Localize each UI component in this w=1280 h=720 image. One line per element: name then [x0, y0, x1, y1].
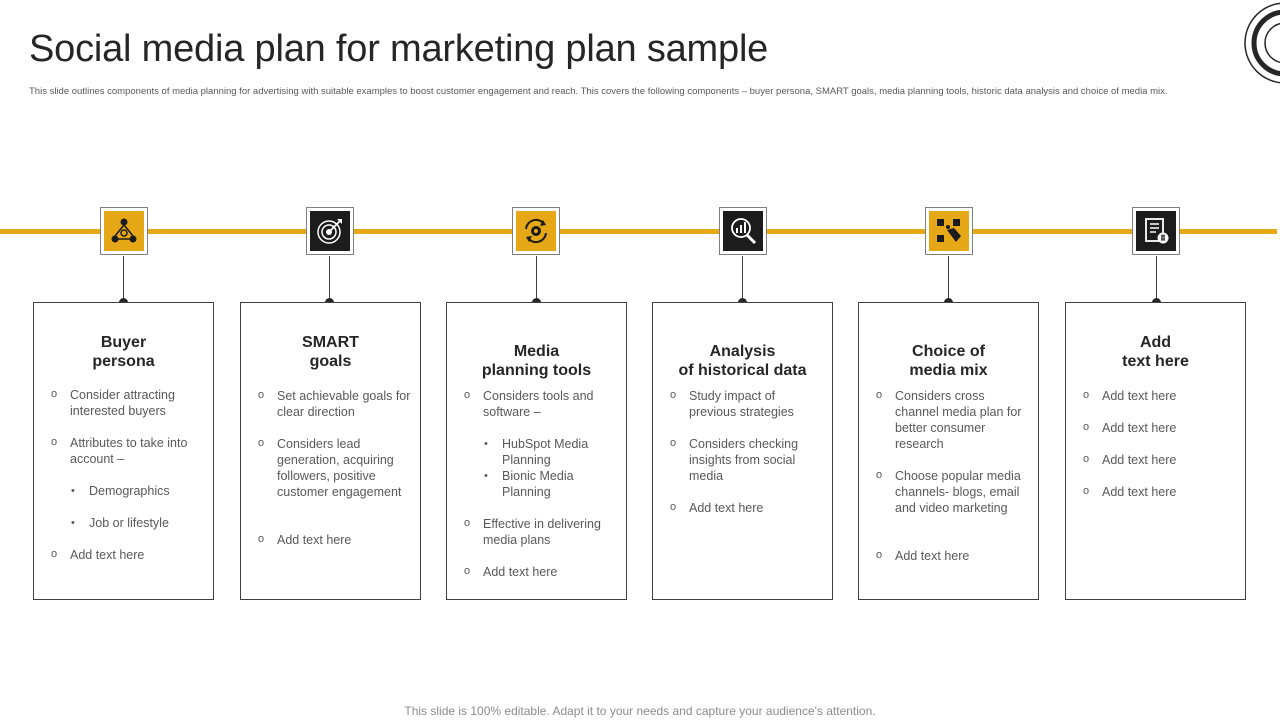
step-1-title: Buyer persona [92, 334, 155, 370]
step-3-item: Considers tools and software – [464, 387, 619, 420]
step-1-card: Buyer persona Consider attracting intere… [33, 302, 214, 600]
step-6-icon-box [1132, 207, 1180, 255]
target-icon [317, 219, 342, 244]
step-1-subitem: Job or lifestyle [71, 515, 207, 531]
step-5-connector [948, 256, 949, 302]
step-1-item: Attributes to take into account – [51, 434, 206, 467]
step-4-title: Analysis of historical data [678, 343, 807, 379]
step-4-item: Considers checking insights from social … [670, 435, 825, 484]
step-2-item: Add text here [258, 531, 413, 548]
step-4-item: Study impact of previous strategies [670, 387, 825, 420]
step-3-item: Effective in delivering media plans [464, 515, 619, 548]
step-3-item: Add text here [464, 563, 619, 580]
step-4-connector [742, 256, 743, 302]
concentric-arcs-icon [1244, 2, 1280, 84]
step-4-icon-box [719, 207, 767, 255]
step-3-title: Media planning tools [481, 343, 592, 379]
chart-magnifier-icon [731, 218, 757, 245]
step-4-item: Add text here [670, 499, 825, 516]
step-5-item: Choose popular media channels- blogs, em… [876, 467, 1031, 516]
step-2-card: SMART goals Set achievable goals for cle… [240, 302, 421, 600]
step-3-subitem: Bionic Media Planning [484, 468, 620, 500]
step-3-icon-box [512, 207, 560, 255]
document-icon [1145, 218, 1169, 244]
step-6-card: Add text here Add text here Add text her… [1065, 302, 1246, 600]
step-1-item: Add text here [51, 546, 206, 563]
step-1-item: Consider attracting interested buyers [51, 386, 206, 419]
media-mix-icon [937, 219, 961, 242]
step-5-icon-box [925, 207, 973, 255]
gear-cycle-icon [525, 218, 547, 244]
footer-note: This slide is 100% editable. Adapt it to… [404, 704, 876, 718]
step-5-card: Choice of media mix Considers cross chan… [858, 302, 1039, 600]
slide-description: This slide outlines components of media … [29, 86, 1168, 97]
step-5-item: Considers cross channel media plan for b… [876, 387, 1031, 452]
step-2-item: Considers lead generation, acquiring fol… [258, 435, 413, 500]
timeline-bar [0, 229, 1277, 234]
step-3-subitem: HubSpot Media Planning [484, 436, 620, 468]
persona-network-icon [111, 218, 137, 243]
step-5-item: Add text here [876, 547, 1031, 564]
step-5-title: Choice of media mix [909, 343, 988, 379]
step-3-card: Media planning tools Considers tools and… [446, 302, 627, 600]
step-3-connector [536, 256, 537, 302]
slide-title: Social media plan for marketing plan sam… [29, 28, 769, 70]
step-2-icon-box [306, 207, 354, 255]
step-4-card: Analysis of historical data Study impact… [652, 302, 833, 600]
step-2-title: SMART goals [302, 334, 359, 370]
step-1-connector [123, 256, 124, 302]
step-2-connector [329, 256, 330, 302]
step-6-connector [1156, 256, 1157, 302]
step-6-item: Add text here [1083, 387, 1238, 404]
step-1-subitem: Demographics [71, 483, 207, 499]
step-6-item: Add text here [1083, 451, 1238, 468]
step-6-item: Add text here [1083, 483, 1238, 500]
step-1-icon-box [100, 207, 148, 255]
step-6-item: Add text here [1083, 419, 1238, 436]
step-6-title: Add text here [1122, 334, 1189, 370]
step-2-item: Set achievable goals for clear direction [258, 387, 413, 420]
